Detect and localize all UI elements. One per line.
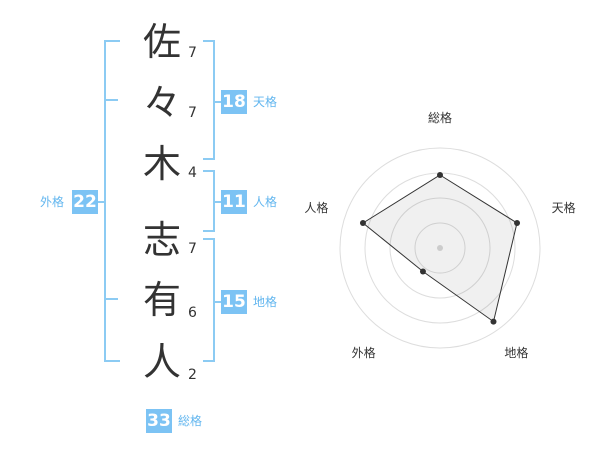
jinkaku-bracket-connector bbox=[213, 201, 221, 203]
stroke-count-3: 4 bbox=[188, 165, 197, 181]
radar-ring-2 bbox=[389, 197, 491, 299]
soukaku-badge: 33 bbox=[146, 409, 172, 433]
tenkaku-bracket bbox=[203, 40, 215, 160]
radar-axis-label-5: 人格 bbox=[304, 200, 328, 215]
radar-axis-label-4: 外格 bbox=[352, 345, 376, 360]
stroke-count-4: 7 bbox=[188, 241, 197, 257]
jinkaku-label: 人格 bbox=[253, 195, 278, 209]
chikaku-bracket-connector bbox=[213, 301, 221, 303]
name-char-3: 木 bbox=[142, 142, 181, 186]
radar-center-dot bbox=[437, 245, 443, 251]
gaikaku-bracket bbox=[104, 40, 120, 362]
chikaku-badge: 15 bbox=[221, 290, 247, 314]
radar-axis-label-1: 総格 bbox=[428, 110, 452, 125]
chikaku-label: 地格 bbox=[253, 295, 278, 309]
gaikaku-badge: 22 bbox=[72, 190, 98, 214]
radar-axis-label-3: 地格 bbox=[504, 345, 528, 360]
gaikaku-bracket-tick-lower bbox=[104, 298, 118, 300]
name-char-2: 々 bbox=[142, 81, 181, 125]
radar-point-4 bbox=[419, 268, 426, 275]
gaikaku-bracket-connector bbox=[98, 201, 106, 203]
gaikaku-label: 外格 bbox=[40, 195, 65, 209]
tenkaku-bracket-connector bbox=[213, 101, 221, 103]
name-char-6: 人 bbox=[142, 340, 181, 384]
radar-point-3 bbox=[490, 318, 497, 325]
name-char-1: 佐 bbox=[142, 20, 181, 64]
radar-ring-4 bbox=[339, 147, 541, 349]
stroke-count-2: 7 bbox=[188, 105, 197, 121]
stroke-count-6: 2 bbox=[188, 367, 197, 383]
name-char-4: 志 bbox=[142, 218, 181, 262]
radar-point-1 bbox=[437, 172, 443, 178]
name-char-5: 有 bbox=[142, 278, 181, 322]
stroke-count-5: 6 bbox=[188, 305, 197, 321]
stroke-count-1: 7 bbox=[188, 45, 197, 61]
radar-axis-label-2: 天格 bbox=[552, 200, 576, 215]
jinkaku-badge: 11 bbox=[221, 190, 247, 214]
gaikaku-bracket-tick-upper bbox=[104, 99, 118, 101]
soukaku-label: 総格 bbox=[178, 414, 203, 428]
radar-ring-1 bbox=[414, 222, 466, 274]
radar-point-2 bbox=[514, 219, 521, 226]
chikaku-bracket bbox=[203, 238, 215, 362]
tenkaku-badge: 18 bbox=[221, 90, 247, 114]
radar-point-5 bbox=[359, 219, 366, 226]
tenkaku-label: 天格 bbox=[253, 95, 278, 109]
